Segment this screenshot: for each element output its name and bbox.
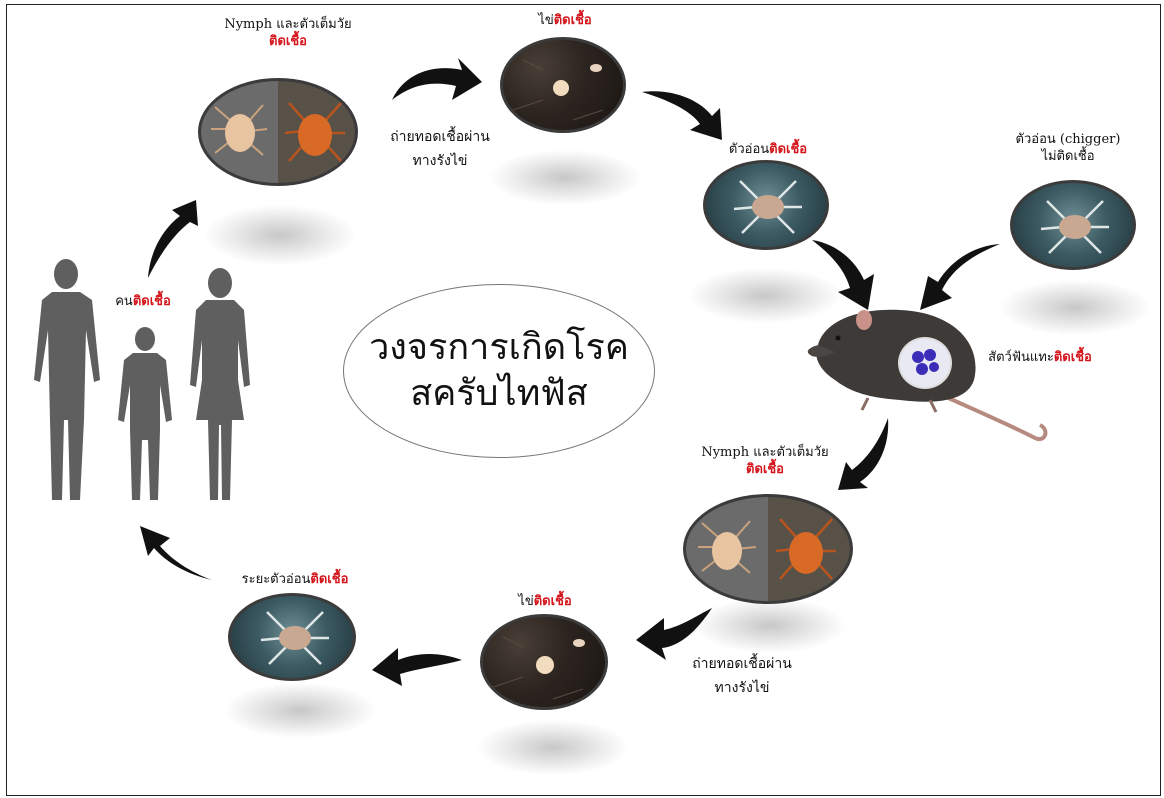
mite-icon xyxy=(686,497,850,601)
shadow-egg-top xyxy=(490,150,640,205)
image-bacteria-cell xyxy=(898,337,952,389)
label-nymph-bottom: Nymph และตัวเต็มวัย ติดเชื้อ xyxy=(690,444,840,478)
image-nymph-adult-bottom xyxy=(683,494,853,604)
label-larva-top: ตัวอ่อนติดเชื้อ xyxy=(708,141,828,158)
title-line-2: สครับไทฟัส xyxy=(410,371,588,417)
egg-icon xyxy=(483,617,605,707)
label-chigger: ตัวอ่อน (chigger) ไม่ติดเชื้อ xyxy=(1008,131,1128,165)
image-chigger xyxy=(1010,180,1136,270)
label-egg-bottom: ไข่ติดเชื้อ xyxy=(500,593,590,610)
title-oval: วงจรการเกิดโรค สครับไทฟัส xyxy=(343,284,655,458)
image-larva-bottom xyxy=(228,593,356,681)
shadow-chigger xyxy=(1000,280,1150,335)
mite-icon xyxy=(201,81,355,183)
shadow-larva-top xyxy=(690,268,840,323)
bacteria-cell-icon xyxy=(900,339,950,387)
label-nymph-top: Nymph และตัวเต็มวัย ติดเชื้อ xyxy=(218,16,358,50)
image-larva-top xyxy=(703,160,829,250)
title-line-1: วงจรการเกิดโรค xyxy=(369,325,629,371)
label-transmit-bottom: ถ่ายทอดเชื้อผ่าน ทางรังไข่ xyxy=(672,652,812,700)
shadow-nymph-top xyxy=(205,205,355,265)
image-egg-top xyxy=(500,37,626,133)
shadow-nymph-bottom xyxy=(695,598,845,653)
label-egg-top: ไข่ติดเชื้อ xyxy=(520,12,610,29)
larva-icon xyxy=(1013,183,1133,267)
label-rodent: สัตว์ฟันแทะติดเชื้อ xyxy=(980,349,1100,366)
label-larva-bottom: ระยะตัวอ่อนติดเชื้อ xyxy=(230,571,360,588)
shadow-larva-bottom xyxy=(225,683,375,738)
shadow-egg-bottom xyxy=(478,720,628,775)
image-egg-bottom xyxy=(480,614,608,710)
larva-icon xyxy=(706,163,826,247)
egg-icon xyxy=(503,40,623,130)
label-transmit-top: ถ่ายทอดเชื้อผ่าน ทางรังไข่ xyxy=(370,125,510,173)
larva-icon xyxy=(231,596,353,678)
label-human: คนติดเชื้อ xyxy=(113,293,173,310)
image-nymph-adult-top xyxy=(198,78,358,186)
